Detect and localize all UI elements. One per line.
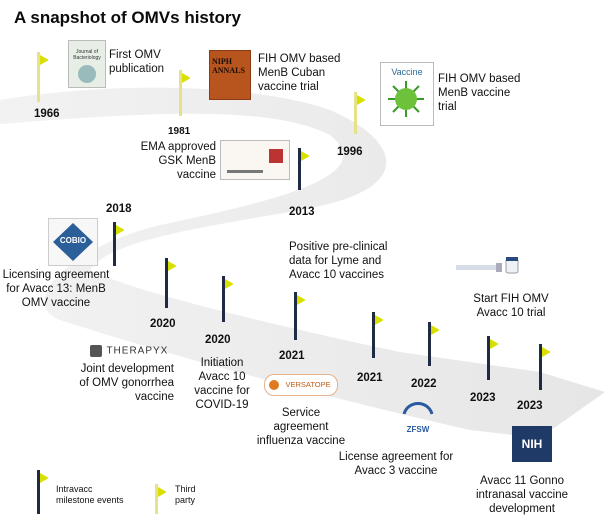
page-title: A snapshot of OMVs history <box>14 8 242 27</box>
year-label: 2013 <box>289 206 315 218</box>
event-label: Avacc 11 Gonno intranasal vaccine develo… <box>475 475 569 515</box>
event-label: Service agreement influenza vaccine <box>256 407 346 447</box>
year-label: 2022 <box>411 378 437 390</box>
flag-third-party-icon <box>37 52 48 102</box>
year-label: 1966 <box>34 108 60 120</box>
event-label: Initiation Avacc 10 vaccine for COVID-19 <box>194 357 250 411</box>
year-label: 2018 <box>106 203 132 215</box>
legend-third-party-label: Third party <box>175 484 196 505</box>
flag-intravacc-icon <box>428 322 439 366</box>
versatope-logo: VERSATOPE <box>264 374 338 396</box>
niph-annals-cover-image: NIPH ANNALS <box>209 50 251 100</box>
year-label: 1981 <box>168 126 191 137</box>
zfsw-logo: ZFSW <box>398 396 438 434</box>
legend-intravacc-label: Intravacc milestone events <box>56 484 124 505</box>
cobio-logo: COBIO <box>48 218 98 266</box>
vaccine-vial-syringe-image <box>454 256 526 276</box>
event-label: Joint development of OMV gonorrhea vacci… <box>79 363 174 403</box>
flag-intravacc-icon <box>539 344 550 390</box>
journal-cover-image: Journal of Bacteriology <box>68 40 106 88</box>
year-label: 2020 <box>150 318 176 330</box>
flag-intravacc-icon <box>294 292 305 340</box>
event-label: First OMV publication <box>109 49 164 75</box>
vaccine-journal-cover-image: Vaccine <box>380 62 434 126</box>
legend-third-party-flag-icon <box>155 484 166 514</box>
virus-icon <box>388 81 424 117</box>
flag-intravacc-icon <box>222 276 233 322</box>
flag-intravacc-icon <box>113 222 124 266</box>
flag-intravacc-icon <box>298 148 309 190</box>
year-label: 2020 <box>205 334 231 346</box>
nih-logo: NIH <box>512 426 552 462</box>
gsk-vaccine-box-image <box>220 140 290 180</box>
event-label: FIH OMV based MenB Cuban vaccine trial <box>258 53 341 93</box>
year-label: 2023 <box>517 400 543 412</box>
year-label: 2021 <box>357 372 383 384</box>
flag-intravacc-icon <box>372 312 383 358</box>
event-label: FIH OMV based MenB vaccine trial <box>438 73 521 113</box>
flag-third-party-icon <box>354 92 365 134</box>
year-label: 1996 <box>337 146 363 158</box>
flag-intravacc-icon <box>165 258 176 308</box>
therapyx-logo: THERAPYX <box>90 342 168 358</box>
timeline-arrow-ribbon <box>0 87 605 438</box>
legend-intravacc-flag-icon <box>37 470 48 514</box>
event-label: Licensing agreement for Avacc 13: MenB O… <box>2 269 110 309</box>
year-label: 2021 <box>279 350 305 362</box>
flag-intravacc-icon <box>487 336 498 380</box>
event-label: Start FIH OMV Avacc 10 trial <box>473 293 549 319</box>
year-label: 2023 <box>470 392 496 404</box>
flag-third-party-icon <box>179 70 190 116</box>
event-label: Positive pre-clinical data for Lyme and … <box>289 241 388 281</box>
event-label: EMA approved GSK MenB vaccine <box>140 141 216 181</box>
event-label: License agreement for Avacc 3 vaccine <box>338 451 454 477</box>
